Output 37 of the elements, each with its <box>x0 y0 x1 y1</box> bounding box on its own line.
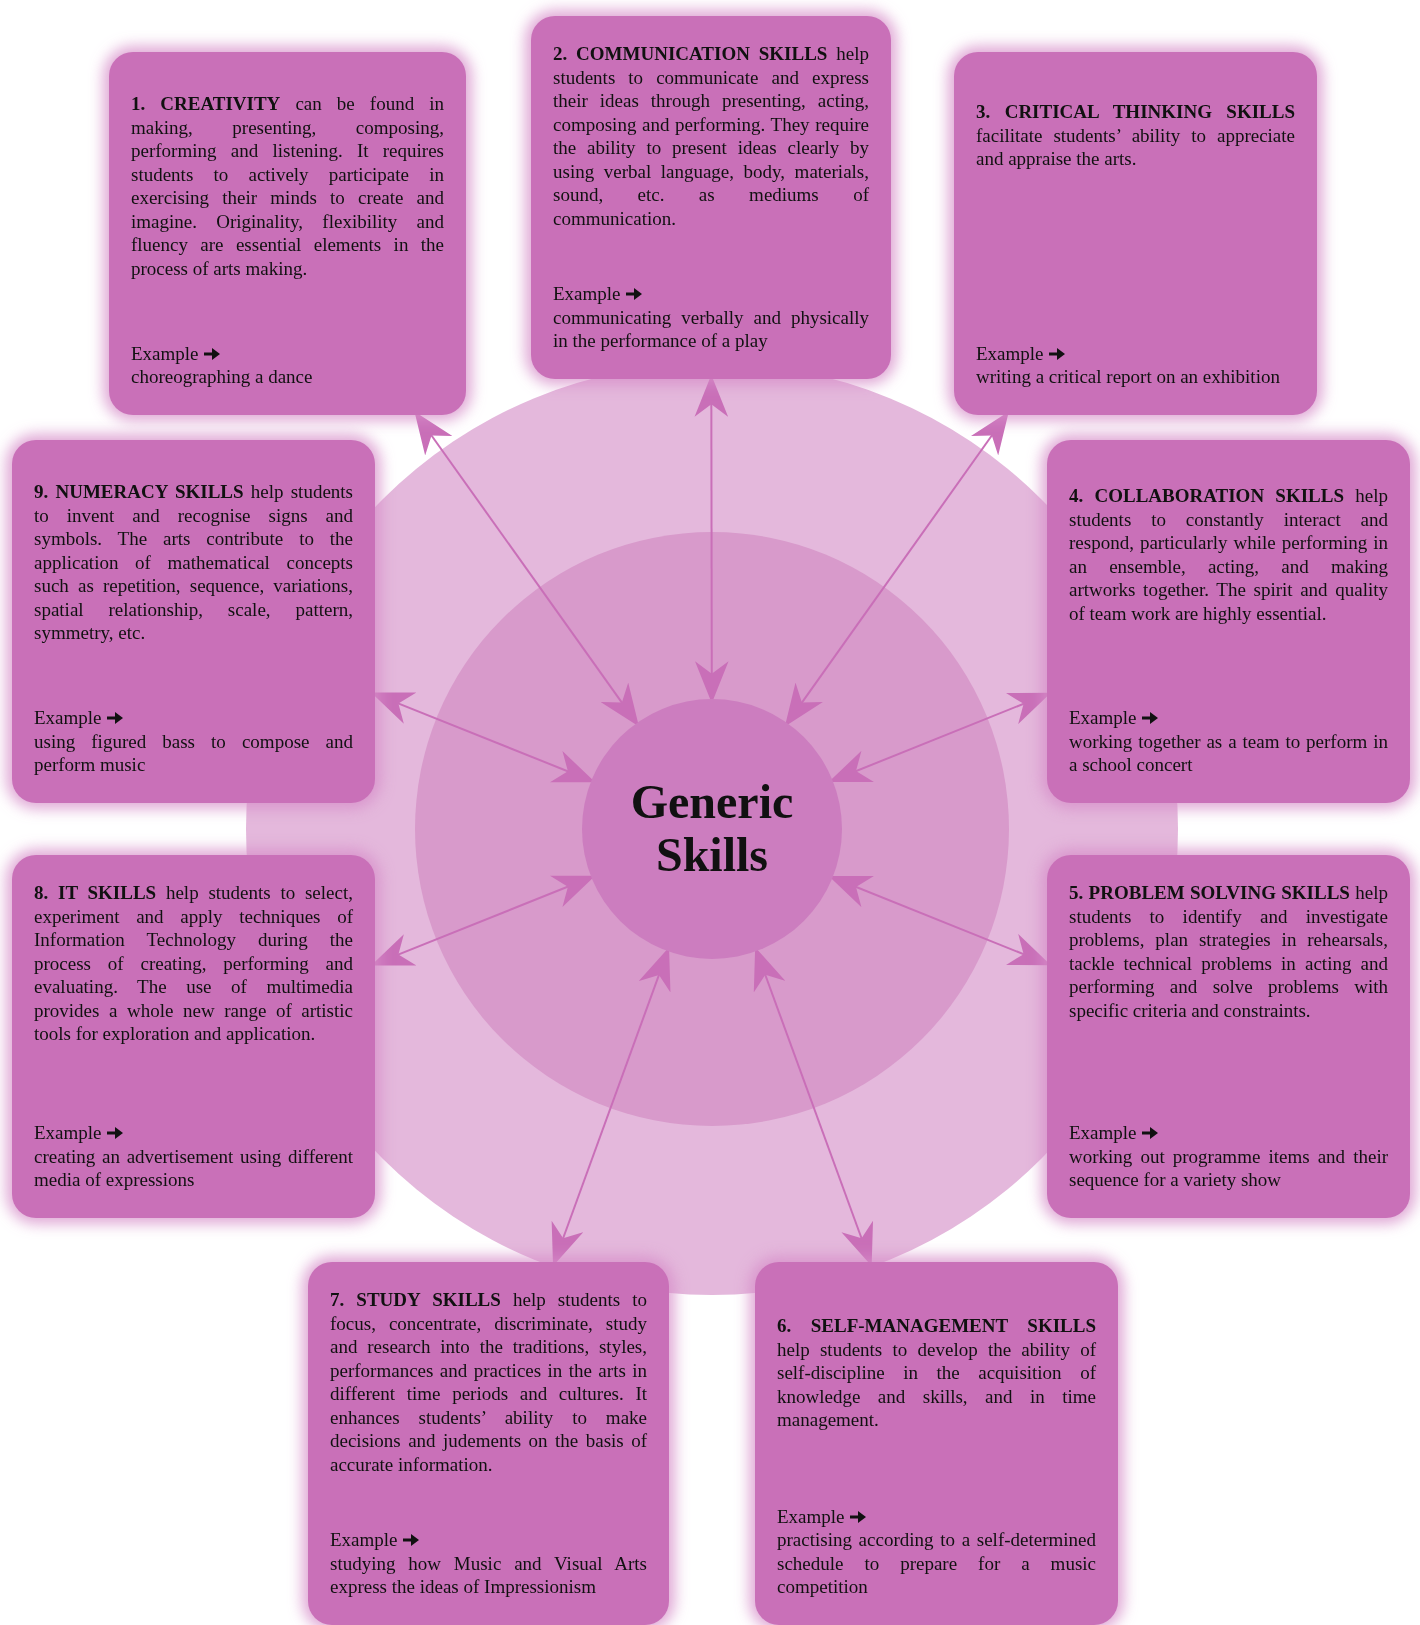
skill-card <box>755 1262 1118 1625</box>
example-text: practising according to a self-determined schedule to prepare for a music competition <box>777 1528 1096 1599</box>
example-text: writing a critical report on an exhibition <box>976 365 1281 389</box>
skill-card <box>954 52 1317 415</box>
description-text: 9. NUMERACY SKILLS help students to invent and recognise signs and symbols. The arts contribute to the application of mathematical concepts such as repetition, sequence, variations, spatial relationship, scale, pattern, symmetry, etc. <box>34 480 353 645</box>
example-label: Example <box>777 1504 845 1529</box>
example-text: choreographing a dance <box>131 365 314 389</box>
description-text: 4. COLLABORATION SKILLS help students to constantly interact and respond, particularly while performing in an ensemble, acting, and making artworks together. The spirit and quality of team work are highly essential. <box>1069 484 1388 626</box>
description-text: 8. IT SKILLS help students to select, experiment and apply techniques of Information Technology during the process of creating, performing and evaluating. The use of multimedia provides a whole new range of artistic tools for exploration and application. <box>34 881 353 1046</box>
example-text: working together as a team to perform in a school concert <box>1069 729 1388 777</box>
example-label: Example <box>1069 706 1137 730</box>
example-text: communicating verbally and physically in the performance of a play <box>553 305 869 353</box>
example-text: working out programme items and their sequence for a variety show <box>1069 1144 1388 1192</box>
example-text: using figured bass to compose and perform music <box>34 729 353 777</box>
description-text: 1. CREATIVITY can be found in making, presenting, composing, performing and listening. It requires students to actively participate in exercising their minds to create and imagine. Originality, flexibility and fluency are essential elements in the process of arts making. <box>131 92 444 281</box>
description-text: 3. CRITICAL THINKING SKILLS facilitate students’ ability to appreciate and appraise the arts. <box>976 100 1295 171</box>
example-label: Example <box>34 1121 102 1145</box>
example-text: creating an advertisement using different media of expressions <box>34 1144 353 1192</box>
example-label: Example <box>976 341 1044 366</box>
description-text: 2. COMMUNICATION SKILLS help students to communicate and express their ideas through presenting, acting, composing and performing. They require the ability to present ideas clearly by using verbal language, body, materials, sound, etc. as mediums of communication. <box>553 42 869 231</box>
skill-card <box>531 16 891 379</box>
example-label: Example <box>553 282 621 306</box>
description-text: 5. PROBLEM SOLVING SKILLS help students to identify and investigate problems, plan strategies in rehearsals, tackle technical problems in acting and performing and solve problems with specific criteria and constraints. <box>1069 881 1388 1023</box>
example-label: Example <box>1069 1121 1137 1145</box>
example-label: Example <box>330 1528 398 1552</box>
example-text: studying how Music and Visual Arts express the ideas of Impressionism <box>330 1551 647 1599</box>
example-label: Example <box>131 341 199 366</box>
skill-card <box>1047 855 1410 1218</box>
skill-card <box>12 440 375 803</box>
skill-card <box>308 1262 669 1625</box>
description-text: 7. STUDY SKILLS help students to focus, concentrate, discriminate, study and research into the traditions, styles, performances and practices in the arts in different time periods and cultures. It enhances students’ ability to make decisions and judements on the basis of accurate information. <box>330 1288 647 1477</box>
description-text: 6. SELF-MANAGEMENT SKILLS help students to develop the ability of self-discipline in the acquisition of knowledge and skills, and in time management. <box>777 1314 1096 1432</box>
center-title: Generic Skills <box>629 776 795 882</box>
skill-card <box>109 52 466 415</box>
example-label: Example <box>34 706 102 730</box>
skill-card <box>12 855 375 1218</box>
skill-card <box>1047 440 1410 803</box>
